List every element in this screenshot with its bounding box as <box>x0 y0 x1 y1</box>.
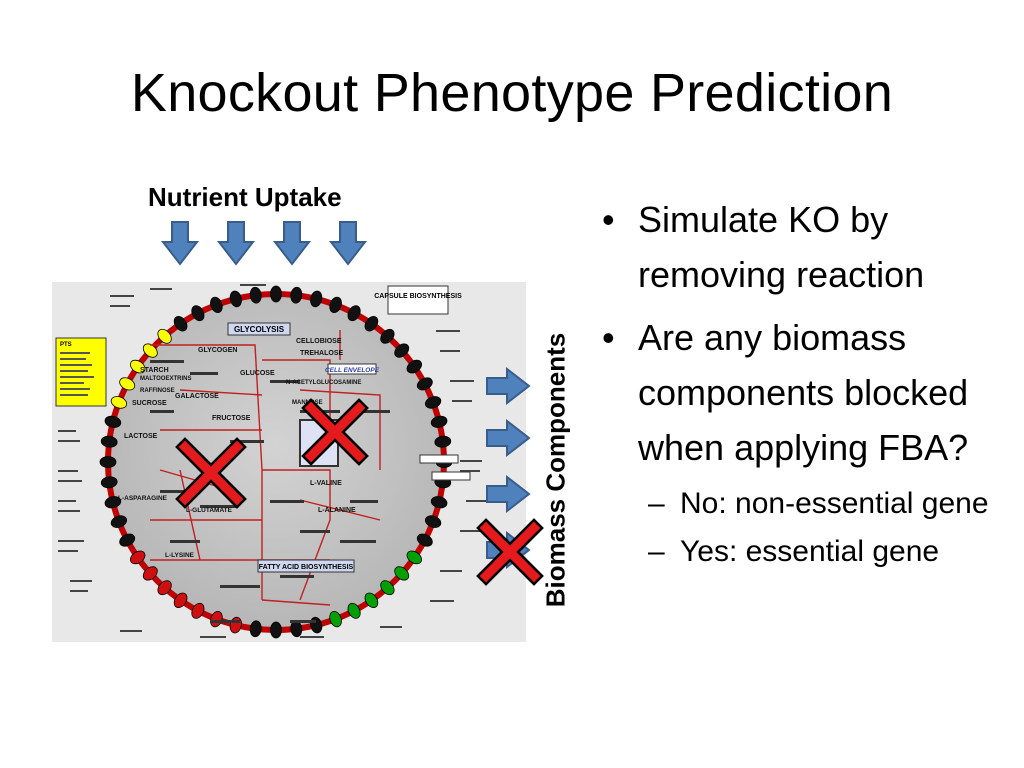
transporter-icon <box>434 435 452 448</box>
metabolite-glucose: GLUCOSE <box>240 370 275 377</box>
knockout-x-icon <box>301 398 369 466</box>
transporter-icon <box>380 580 395 596</box>
transporter-icon <box>100 435 118 448</box>
transporter-icon <box>270 621 282 639</box>
transporter-icon <box>270 285 282 303</box>
metabolite-glycogen: GLYCOGEN <box>198 347 237 354</box>
transporter-icon <box>110 515 128 528</box>
transporter-icon <box>416 377 433 391</box>
right-arrow-icon <box>486 366 531 406</box>
transporter-icon <box>191 602 205 619</box>
pts-label: PTS <box>60 342 72 348</box>
metabolite-l-valine: L-VALINE <box>310 480 342 487</box>
transporter-icon <box>104 415 122 428</box>
transporter-icon <box>430 415 448 428</box>
knockout-marks <box>175 398 544 586</box>
transporter-icon <box>119 377 136 391</box>
metabolite-maltooextrins: MALTOOEXTRINS <box>140 376 191 382</box>
transporter-icon <box>249 620 262 638</box>
metabolite-l-alanine: L-ALANINE <box>318 507 356 514</box>
down-arrow-icon <box>272 221 312 266</box>
sub-bullet-text: No: non-essential gene <box>680 487 989 520</box>
transporter-icon <box>406 359 422 374</box>
metabolite-l-glutamate: L-GLUTAMATE <box>186 507 233 514</box>
cell-envelope-label: CELL ENVELOPE <box>325 367 380 374</box>
transporter-icon <box>142 566 158 581</box>
bullet-list: Simulate KO by removing reaction Are any… <box>600 192 1020 571</box>
transporter-icon <box>210 296 223 314</box>
transporter-icon <box>191 305 205 322</box>
transporter-icon <box>380 328 395 344</box>
down-arrow-icon <box>160 221 200 266</box>
transporter-annotations <box>58 284 488 638</box>
slide-title: Knockout Phenotype Prediction <box>130 63 894 123</box>
metabolite-galactose: GALACTOSE <box>175 393 219 400</box>
nutrient-arrows <box>160 221 368 266</box>
metabolite-fructose: FRUCTOSE <box>212 415 251 422</box>
down-arrow-icon <box>328 221 368 266</box>
right-arrow-icon <box>486 474 531 514</box>
knockout-x-icon <box>175 437 247 509</box>
nutrient-uptake-label: Nutrient Uptake <box>148 182 342 212</box>
fatty-acid-label: FATTY ACID BIOSYNTHESIS <box>259 564 354 571</box>
transporter-icon <box>424 396 442 409</box>
sub-bullet-item: –No: non-essential gene <box>648 487 989 520</box>
glycolysis-label: GLYCOLYSIS <box>234 325 285 334</box>
metabolite-trehalose: TREHALOSE <box>300 350 344 357</box>
metabolite-lactose: LACTOSE <box>124 433 158 440</box>
transporter-icon <box>229 290 242 308</box>
transporter-icon <box>310 290 323 308</box>
transporter-icon <box>364 316 379 332</box>
transporter-icon <box>110 396 128 409</box>
transporter-icon <box>347 305 361 322</box>
transporter-icon <box>430 496 448 509</box>
transporter-icon <box>406 550 422 565</box>
transporter-icon <box>130 550 146 565</box>
reaction-network <box>150 330 381 606</box>
transporter-icon <box>364 592 379 608</box>
metabolite-raffinose: RAFFINOSE <box>140 388 175 394</box>
transporter-icon <box>142 343 158 358</box>
transporter-icon <box>157 580 172 596</box>
transporter-icon <box>173 316 188 332</box>
bullet-text: Simulate KO by removing reaction <box>638 199 925 295</box>
metabolite-l-asparagine: L-ASPARAGINE <box>118 495 168 502</box>
transporter-icon <box>416 533 433 547</box>
transporter-icon <box>157 328 172 344</box>
capsule-label: CAPSULE BIOSYNTHESIS <box>374 293 462 300</box>
sub-bullet-text: Yes: essential gene <box>680 535 940 568</box>
membrane-transporters <box>99 285 453 639</box>
pathway-boxes: GLYCOLYSIS FATTY ACID BIOSYNTHESIS CAPSU… <box>227 285 462 573</box>
bullet-item: Are any biomass components blocked when … <box>600 310 1020 475</box>
transporter-icon <box>290 286 303 304</box>
transporter-icon <box>394 566 410 581</box>
transporter-icon <box>173 592 188 608</box>
down-arrow-icon <box>216 221 256 266</box>
pts-sidebar: PTS <box>55 337 107 407</box>
bullet-item: Simulate KO by removing reaction <box>600 192 1020 302</box>
metabolite-l-lysine: L-LYSINE <box>165 552 195 559</box>
transporter-icon <box>347 602 361 619</box>
transporter-icon <box>104 496 122 509</box>
transporter-icon <box>424 515 442 528</box>
transporter-icon <box>329 610 342 628</box>
transporter-icon <box>99 456 117 468</box>
transporter-icon <box>394 343 410 358</box>
transporter-icon <box>100 476 118 489</box>
bullet-text: Are any biomass components blocked when … <box>638 317 969 468</box>
transporter-icon <box>119 533 136 547</box>
right-arrow-icon <box>486 418 531 458</box>
metabolite-cellobiose: CELLOBIOSE <box>296 338 342 345</box>
sub-bullet-item: –Yes: essential gene <box>648 535 940 568</box>
transporter-icon <box>249 286 262 304</box>
transporter-icon <box>329 296 342 314</box>
metabolite-starch: STARCH <box>140 367 169 374</box>
knockout-x-icon <box>476 518 544 586</box>
metabolite-sucrose: SUCROSE <box>132 400 167 407</box>
transporter-icon <box>130 359 146 374</box>
metabolite-n-acetylglucosamine: N-ACETYLGLUCOSAMINE <box>286 380 361 386</box>
